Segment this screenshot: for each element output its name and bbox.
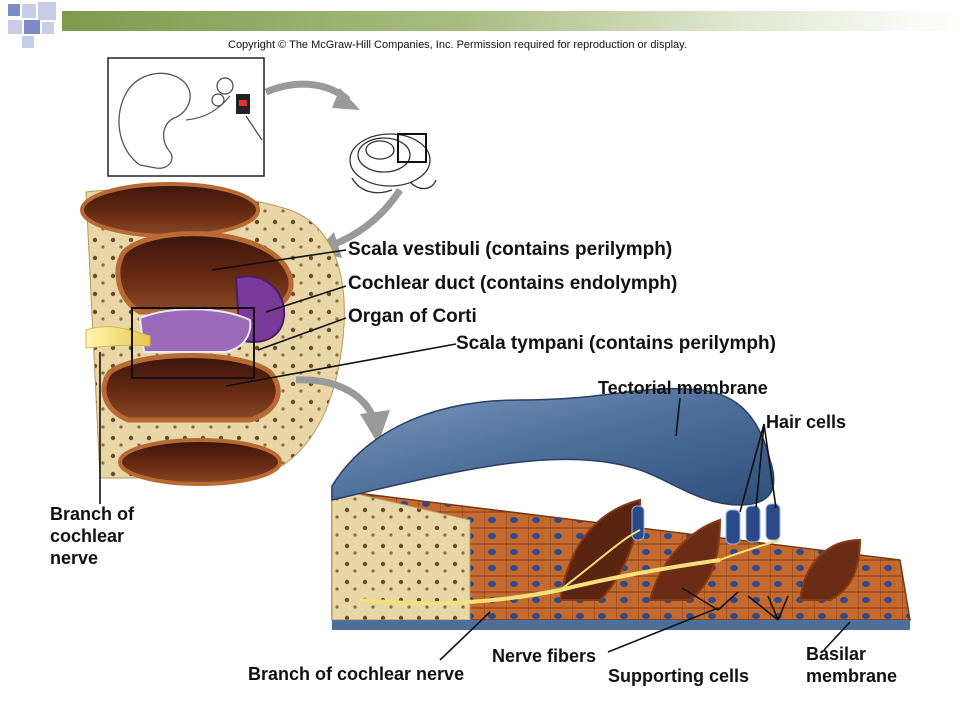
decor-square <box>8 20 22 34</box>
label-organ-of-corti: Organ of Corti <box>348 306 477 327</box>
label-hair-cells: Hair cells <box>766 412 847 432</box>
decor-square <box>22 36 34 48</box>
hair-cell-group <box>631 503 781 545</box>
label-basilar-membrane-line1: Basilar <box>806 644 867 664</box>
tectorial-membrane <box>331 387 775 506</box>
decor-square <box>8 4 20 16</box>
zoom-arrow-2 <box>328 188 403 250</box>
label-nerve-fibers: Nerve fibers <box>492 646 597 666</box>
cochlea-sketch-large <box>349 133 437 194</box>
zoom-arrow-1 <box>264 80 351 103</box>
lower-turn-chamber <box>118 438 282 486</box>
cochlear-nerve-branch <box>85 326 151 349</box>
label-branch-of-cochlear-nerve-line1: Branch of <box>50 504 135 524</box>
label-branch-of-cochlear-nerve-bottom: Branch of cochlear nerve <box>248 664 465 684</box>
slide-header <box>0 0 960 48</box>
nerve-fiber-bundle <box>359 558 721 606</box>
upper-turn-chamber <box>80 182 260 238</box>
label-branch-of-cochlear-nerve-line3: nerve <box>50 548 99 568</box>
label-branch-of-cochlear-nerve-line2: cochlear <box>50 526 125 546</box>
organ-of-corti-enlargement <box>331 387 911 630</box>
decor-square <box>24 20 40 34</box>
label-supporting-cells: Supporting cells <box>608 666 750 686</box>
label-scala-tympani: Scala tympani (contains perilymph) <box>456 333 776 354</box>
scala-tympani-chamber <box>101 353 281 423</box>
decor-square <box>38 2 56 20</box>
cochlea-sketch <box>216 77 234 95</box>
header-band <box>62 11 960 31</box>
label-leader-lines <box>99 249 851 661</box>
label-tectorial-membrane: Tectorial membrane <box>598 378 768 398</box>
label-scala-vestibuli: Scala vestibuli (contains perilymph) <box>348 239 673 260</box>
copyright-notice: Copyright © The McGraw-Hill Companies, I… <box>228 39 687 51</box>
label-basilar-membrane-line2: membrane <box>806 666 898 686</box>
basilar-membrane <box>332 620 910 630</box>
decor-square <box>22 4 36 18</box>
outer-ear-outline <box>118 72 191 169</box>
inset-frame <box>107 57 265 177</box>
organ-of-corti-area <box>138 308 252 353</box>
label-cochlear-duct: Cochlear duct (contains endolymph) <box>348 273 678 294</box>
ear-inset <box>107 57 265 177</box>
decor-square <box>42 22 54 34</box>
cochlea-cross-section <box>80 182 345 486</box>
detail-zoom-box <box>131 307 255 379</box>
